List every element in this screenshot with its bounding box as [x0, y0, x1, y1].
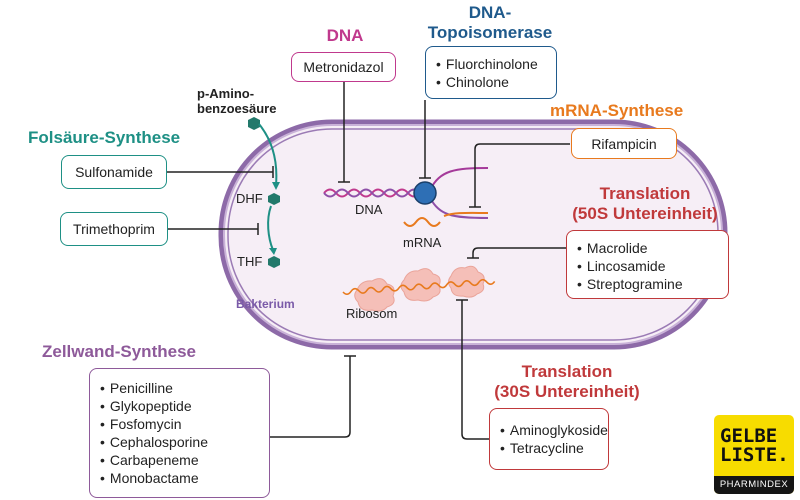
drug-item: Tetracycline: [500, 439, 608, 457]
heading-line: DNA-: [468, 3, 512, 22]
heading-line: (30S Untereinheit): [494, 382, 640, 401]
heading-mrna-synthese: mRNA-Synthese: [550, 101, 684, 120]
arrowhead-icon: [269, 248, 277, 255]
dhf-label: DHF: [236, 191, 263, 206]
drug-list: Fluorchinolone Chinolone: [436, 55, 556, 91]
paba-molecule-icon: [248, 117, 260, 130]
drug-list: Macrolide Lincosamide Streptogramine: [577, 239, 728, 293]
heading-zellwand-synthese: Zellwand-Synthese: [42, 342, 196, 361]
drug-box-zellwand: Penicilline Glykopeptide Fosfomycin Ceph…: [89, 368, 270, 498]
paba-to-dhf-arrow: [258, 123, 278, 186]
drug-item: Fosfomycin: [100, 415, 269, 433]
drug-box-trimethoprim: Trimethoprim: [60, 212, 168, 246]
drug-box-topoisomerase: Fluorchinolone Chinolone: [425, 46, 557, 99]
drug-item: Streptogramine: [577, 275, 728, 293]
zellwand-inhibition-line: [270, 356, 351, 438]
heading-line: Translation: [599, 184, 691, 203]
drug-item: Lincosamide: [577, 257, 728, 275]
mrna-strand: [443, 211, 489, 217]
label-line: benzoesäure: [197, 101, 277, 116]
drug-box-rifampicin: Rifampicin: [571, 128, 677, 159]
drug-box-metronidazol: Metronidazol: [291, 52, 396, 82]
drug-item: Chinolone: [436, 73, 556, 91]
paba-label: p-Amino- benzoesäure: [197, 86, 276, 116]
drug-box-translation-30s: Aminoglykoside Tetracycline: [489, 408, 609, 470]
topoisomerase-enzyme-icon: [413, 181, 437, 205]
drug-label: Trimethoprim: [73, 221, 155, 237]
logo-subtitle: PHARMINDEX: [714, 476, 794, 494]
dna-helix-icon: [323, 188, 421, 198]
drug-label: Sulfonamide: [75, 164, 153, 180]
thf-molecule-icon: [268, 256, 280, 268]
gelbe-liste-logo: GELBE LISTE. PHARMINDEX: [714, 415, 794, 494]
heading-line: Topoisomerase: [427, 23, 553, 42]
drug-label: Metronidazol: [303, 59, 384, 75]
dna-label: DNA: [355, 202, 383, 217]
thf-label: THF: [237, 254, 263, 269]
logo-line: LISTE.: [720, 444, 789, 466]
drug-list: Penicilline Glykopeptide Fosfomycin Ceph…: [100, 379, 269, 487]
drug-label: Rifampicin: [591, 135, 657, 152]
heading-line: Translation: [521, 362, 613, 381]
logo-line: GELBE: [720, 425, 778, 447]
drug-box-translation-50s: Macrolide Lincosamide Streptogramine: [566, 230, 729, 299]
logo-text: GELBE LISTE.: [720, 427, 789, 465]
drug-item: Cephalosporine: [100, 433, 269, 451]
mrna-label: mRNA: [403, 235, 442, 250]
drug-item: Aminoglykoside: [500, 421, 608, 439]
label-line: p-Amino-: [197, 86, 255, 101]
heading-line: (50S Untereinheit): [572, 204, 718, 223]
arrowhead-icon: [272, 182, 280, 190]
heading-topoisomerase: DNA- Topoisomerase: [410, 3, 570, 43]
drug-item: Glykopeptide: [100, 397, 269, 415]
heading-dna: DNA: [326, 26, 364, 45]
rifampicin-inhibition-line: [474, 143, 570, 207]
mrna-squiggle-icon: [403, 217, 441, 227]
dhf-to-thf-arrow: [267, 205, 274, 251]
drug-list: Aminoglykoside Tetracycline: [500, 421, 608, 457]
ribosom-label: Ribosom: [346, 306, 398, 321]
drug-item: Carbapeneme: [100, 451, 269, 469]
translation30s-inhibition-line: [461, 300, 489, 440]
drug-item: Macrolide: [577, 239, 728, 257]
heading-translation-50s: Translation (50S Untereinheit): [570, 184, 720, 224]
drug-item: Fluorchinolone: [436, 55, 556, 73]
ribosome-mrna-strand: [342, 278, 496, 296]
drug-item: Monobactame: [100, 469, 269, 487]
bakterium-label: Bakterium: [236, 297, 295, 311]
heading-translation-30s: Translation (30S Untereinheit): [492, 362, 642, 402]
translation50s-inhibition-line: [472, 247, 566, 258]
drug-box-sulfonamide: Sulfonamide: [61, 155, 167, 189]
drug-item: Penicilline: [100, 379, 269, 397]
dhf-molecule-icon: [268, 193, 280, 205]
heading-folsaeure-synthese: Folsäure-Synthese: [28, 128, 181, 147]
